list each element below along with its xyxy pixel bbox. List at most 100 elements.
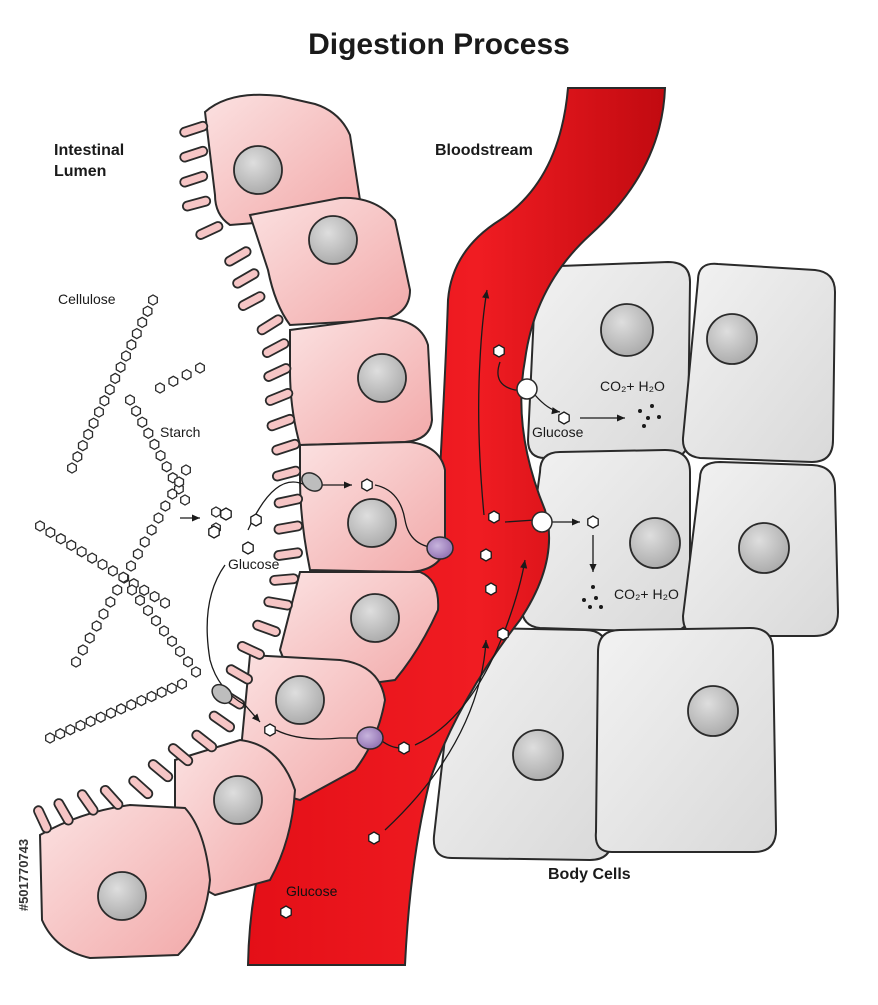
starch-label: Starch [160,424,201,440]
flow-line [384,639,490,831]
chain-unit [168,375,179,388]
glucose-molecule [480,548,492,562]
chain-unit [115,361,126,373]
chain-unit [95,711,106,723]
microvillus [179,145,209,163]
chain-unit [84,632,95,644]
microvillus [191,729,218,753]
glucose-label-lumen: Glucose [228,556,280,572]
chain-unit [174,476,185,488]
chain-unit [85,715,96,728]
nucleus [357,353,407,403]
microvillus [271,438,301,456]
nucleus [97,871,147,921]
chain-unit [135,594,145,607]
chain-unit [181,464,191,476]
microvillus [236,640,265,660]
glucose-label-body-cell: Glucose [532,424,584,440]
chain-unit [91,620,102,632]
chain-unit [66,539,77,552]
stock-id-watermark: #501770743 [16,770,31,980]
microvillus [179,170,209,188]
glucose-label-bloodstream: Glucose [286,883,338,899]
co2-water-products [582,404,661,609]
body-cell [594,626,778,853]
microvillus [264,388,294,406]
chain-unit [126,699,137,711]
chain-unit [155,449,166,462]
chain-unit [98,608,109,620]
page-title: Digestion Process [308,28,570,61]
chain-unit [112,584,123,596]
glucose-molecule [361,478,373,492]
nucleus [347,498,397,548]
chain-unit [211,506,221,518]
chain-unit [166,682,177,694]
nucleus [687,685,739,737]
microvillus [224,246,252,267]
chain-unit [71,656,81,668]
chain-unit [72,451,83,463]
nucleus [706,313,758,365]
intestinal-lumen-line-2: Lumen [54,163,107,180]
chain-unit [146,690,157,703]
product-dot [638,409,642,413]
flow-line [478,289,490,516]
chain-unit [45,526,56,539]
chain-unit [142,305,153,317]
chain-unit [146,524,157,536]
nucleus [629,517,681,569]
body-cell-transporter [531,511,553,533]
microvillus [128,775,154,800]
microvillus [33,805,52,834]
chain-unit [118,571,129,584]
co2-h2o-label-upper: CO₂+ H₂O [600,378,665,394]
chain-unit [137,416,148,428]
glucose-molecule [264,723,276,737]
chain-unit [175,645,185,658]
product-dot [646,416,650,420]
chain-unit [143,427,154,440]
glucose-molecule [368,831,380,845]
product-dot [657,415,661,419]
chain-unit [75,719,86,732]
flow-line [497,361,530,391]
microvillus [167,743,194,767]
chain-unit [35,520,45,532]
chain-unit [87,552,98,564]
nucleus [308,215,358,265]
glucose-molecule [497,627,509,641]
chain-unit [107,565,118,577]
flow-line [206,564,261,723]
product-dot [591,585,595,589]
microvillus [99,784,124,810]
product-dot [650,404,654,408]
microvillus [179,120,209,138]
microvillus [269,573,299,586]
body-nuclei-group [512,303,790,781]
nucleus [512,729,564,781]
microvillus [256,314,284,336]
nucleus [738,522,790,574]
glucose-molecule [208,525,220,539]
chain-unit [195,362,205,374]
chain-unit [126,339,137,351]
microvillus [273,547,303,561]
chain-unit [143,604,153,617]
glucose-molecule [488,510,500,524]
intestinal-lumen-line-1: Intestinal [54,142,125,159]
microvillus [273,520,304,535]
chain-unit [88,417,99,429]
microvillus [266,413,296,432]
chain-unit [137,316,148,329]
chain-unit [94,406,104,418]
microvillus [181,195,212,212]
chain-unit [167,635,177,648]
chain-unit [148,294,158,306]
transporters-group [211,378,553,750]
chain-unit [191,666,201,678]
microvillus [237,291,266,311]
microvillus [273,493,304,509]
nucleus [600,303,654,357]
